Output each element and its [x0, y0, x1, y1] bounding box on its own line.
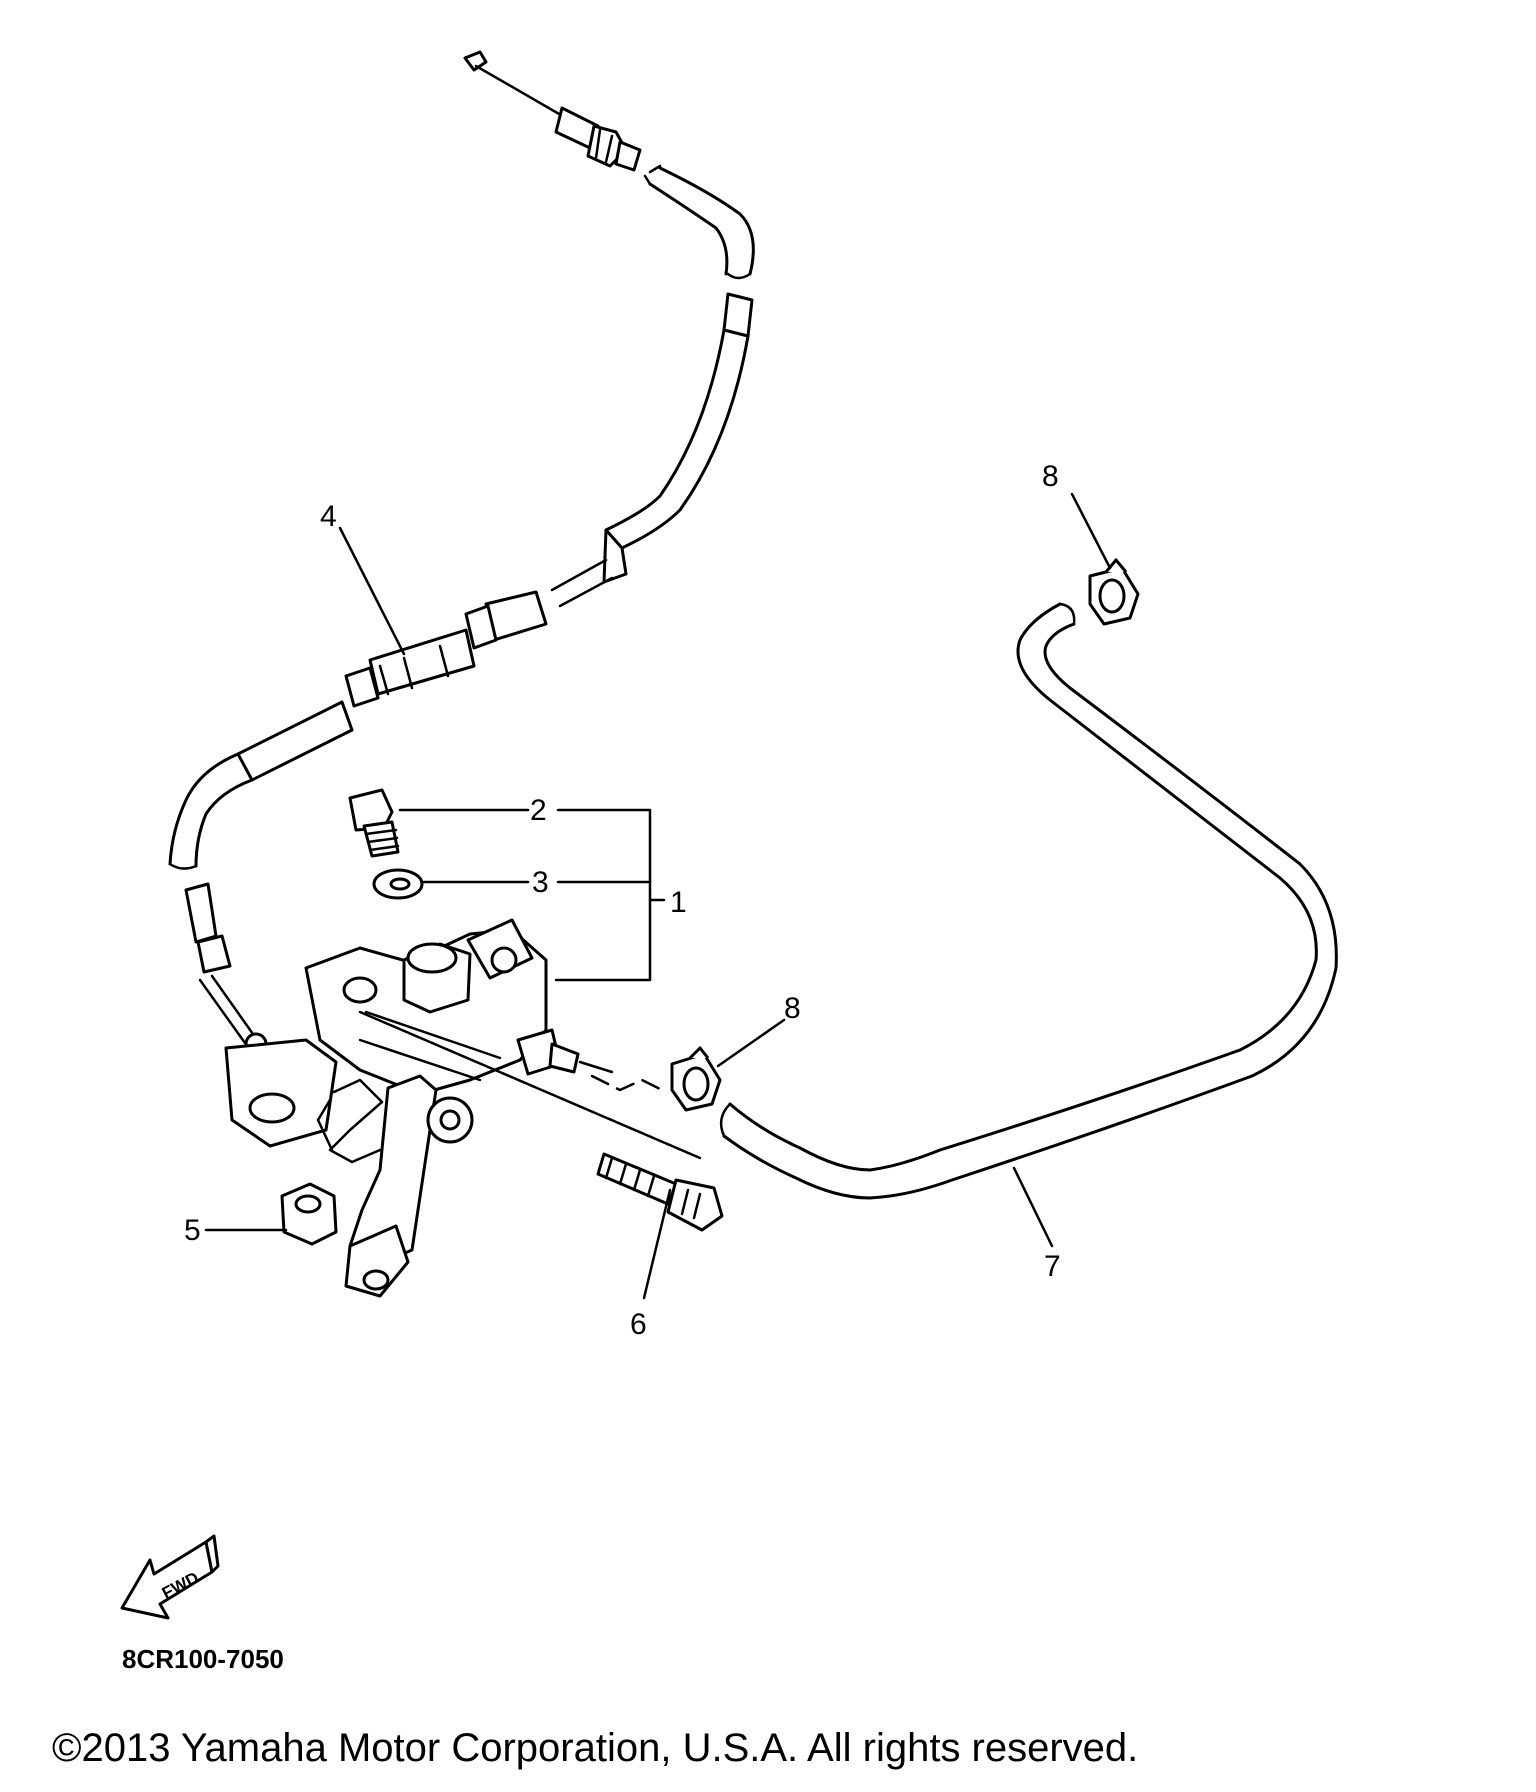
callout-5: 5	[184, 1214, 201, 1247]
callout-2: 2	[530, 794, 547, 827]
callout-3: 3	[532, 866, 549, 899]
callout-8-lower: 8	[784, 992, 801, 1025]
callout-1: 1	[670, 886, 687, 919]
part-1-oil-pump	[224, 918, 668, 1298]
part-7-hose	[719, 602, 1338, 1200]
part-5-nut	[280, 1182, 338, 1246]
callout-4: 4	[320, 500, 337, 533]
fwd-arrow-icon: FWD	[120, 1534, 220, 1620]
part-4-cable	[168, 50, 755, 1056]
part-6-bolt	[358, 1010, 724, 1232]
callout-6: 6	[630, 1308, 647, 1341]
diagram-code: 8CR100-7050	[122, 1644, 284, 1674]
part-2-bolt	[348, 788, 400, 858]
part-8-clip-lower	[670, 1046, 722, 1112]
part-3-washer	[372, 868, 424, 900]
callout-8-upper: 8	[1042, 460, 1059, 493]
part-8-clip-upper	[1088, 558, 1140, 626]
copyright-notice: ©2013 Yamaha Motor Corporation, U.S.A. A…	[52, 1726, 1139, 1770]
leader-lines	[204, 492, 1112, 1300]
callout-7: 7	[1044, 1250, 1061, 1283]
